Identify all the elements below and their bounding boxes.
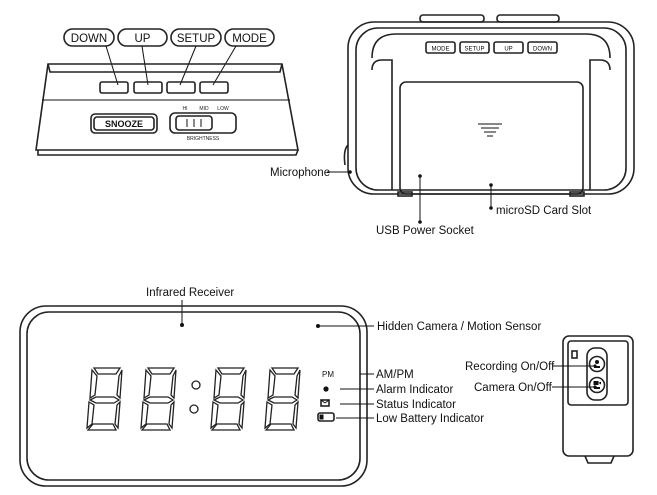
brightness-mid-label: MID [199,106,209,112]
brightness-switch: HI MID LOW BRIGHTNESS [169,106,237,142]
am-pm-label: AM/PM [376,369,414,381]
back-up-label: UP [504,47,512,53]
back-up-button [493,41,524,54]
camera-label: Camera On/Off [474,382,553,394]
record-button [588,355,606,373]
infrared-receiver-dot [180,323,184,327]
mode-callout: MODE [224,28,275,47]
digit-2 [140,367,177,431]
vent-triangle [478,123,502,137]
low-battery-label: Low Battery Indicator [376,413,484,425]
digit-4 [264,367,301,431]
microphone-dot [348,170,352,174]
up-callout-label: UP [135,33,151,45]
snooze-bar: SNOOZE [90,113,158,134]
back-view-clock: MODE SETUP UP DOWN Microphone USB Power [270,14,635,237]
down-callout: DOWN [63,28,115,47]
top-view-clock: DOWN UP SETUP MODE [35,28,299,156]
digit-1 [86,367,123,431]
brightness-low-label: LOW [217,106,229,112]
battery-icon [317,412,335,422]
front-view-clock: Infrared Receiver Hidden Camera / Motion… [19,287,541,487]
down-callout-label: DOWN [71,33,107,45]
camera-button [588,376,606,394]
status-indicator-icon [320,399,330,407]
microphone-label: Microphone [270,167,330,179]
back-down-button [527,41,558,54]
alarm-indicator-dot [323,386,329,392]
infrared-receiver-label: Infrared Receiver [146,287,234,299]
setup-callout-label: SETUP [177,33,216,45]
remote-led [571,350,578,359]
brightness-hi-label: HI [183,106,188,112]
colon-top [191,380,201,390]
brightness-caption: BRIGHTNESS [187,136,220,142]
back-down-label: DOWN [533,47,552,53]
microsd-slot-label: microSD Card Slot [496,205,592,217]
mode-callout-label: MODE [232,33,267,45]
top-mode-button [199,81,229,94]
up-callout: UP [117,28,168,47]
setup-callout: SETUP [170,28,222,47]
pm-text: PM [322,370,334,379]
hidden-camera-label: Hidden Camera / Motion Sensor [377,321,541,333]
alarm-indicator-label: Alarm Indicator [376,384,454,396]
digit-3 [210,367,247,431]
top-down-button [99,81,129,94]
remote-control: Recording On/Off Camera On/Off [465,335,634,464]
usb-socket-label: USB Power Socket [376,225,475,237]
status-indicator-label: Status Indicator [376,399,456,411]
colon-bottom [189,404,199,414]
back-setup-button [459,41,490,54]
top-up-button [133,81,163,94]
battery-cover [399,81,584,195]
top-setup-button [166,81,196,94]
back-mode-label: MODE [432,47,450,53]
snooze-label: SNOOZE [105,119,143,129]
back-setup-label: SETUP [464,47,484,53]
recording-label: Recording On/Off [465,361,555,373]
back-mode-button [425,41,456,54]
